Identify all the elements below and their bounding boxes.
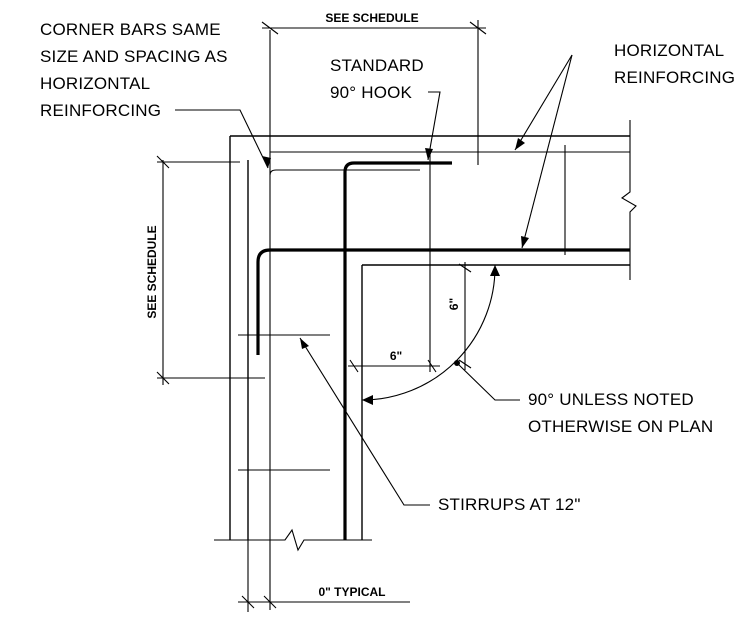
leaders: [175, 54, 573, 506]
notes: CORNER BARS SAME SIZE AND SPACING AS HOR…: [40, 20, 735, 514]
note-corner-bars-line-1: CORNER BARS SAME: [40, 20, 221, 39]
angle-arc: [361, 264, 520, 405]
six-inch-horizontal-label: 6": [390, 349, 402, 363]
reinforcing-bars: [256, 161, 630, 540]
six-inch-vertical-label: 6": [447, 298, 461, 310]
six-inch-dimensions: 6" 6": [348, 152, 472, 373]
note-standard-hook-line-2: 90° HOOK: [330, 83, 413, 102]
side-schedule-label: SEE SCHEDULE: [145, 225, 159, 318]
concrete-outline: [214, 30, 637, 610]
top-schedule-label: SEE SCHEDULE: [325, 11, 418, 25]
note-standard-hook-line-1: STANDARD: [330, 56, 424, 75]
note-angle-line-1: 90° UNLESS NOTED: [528, 390, 694, 409]
zero-typical-label: 0" TYPICAL: [318, 585, 385, 599]
note-horizontal-reinforcing-line-2: REINFORCING: [614, 68, 735, 87]
note-corner-bars-line-2: SIZE AND SPACING AS: [40, 47, 228, 66]
side-schedule-dimension: SEE SCHEDULE: [145, 155, 265, 385]
stirrup-ticks: [238, 334, 330, 471]
note-stirrups: STIRRUPS AT 12": [438, 495, 581, 514]
note-corner-bars-line-3: HORIZONTAL: [40, 74, 150, 93]
note-horizontal-reinforcing-line-1: HORIZONTAL: [614, 41, 724, 60]
top-schedule-dimension: SEE SCHEDULE: [261, 11, 487, 165]
note-corner-bars-line-4: REINFORCING: [40, 101, 161, 120]
zero-typical-dimension: 0" TYPICAL: [238, 540, 410, 612]
note-angle-line-2: OTHERWISE ON PLAN: [528, 417, 713, 436]
